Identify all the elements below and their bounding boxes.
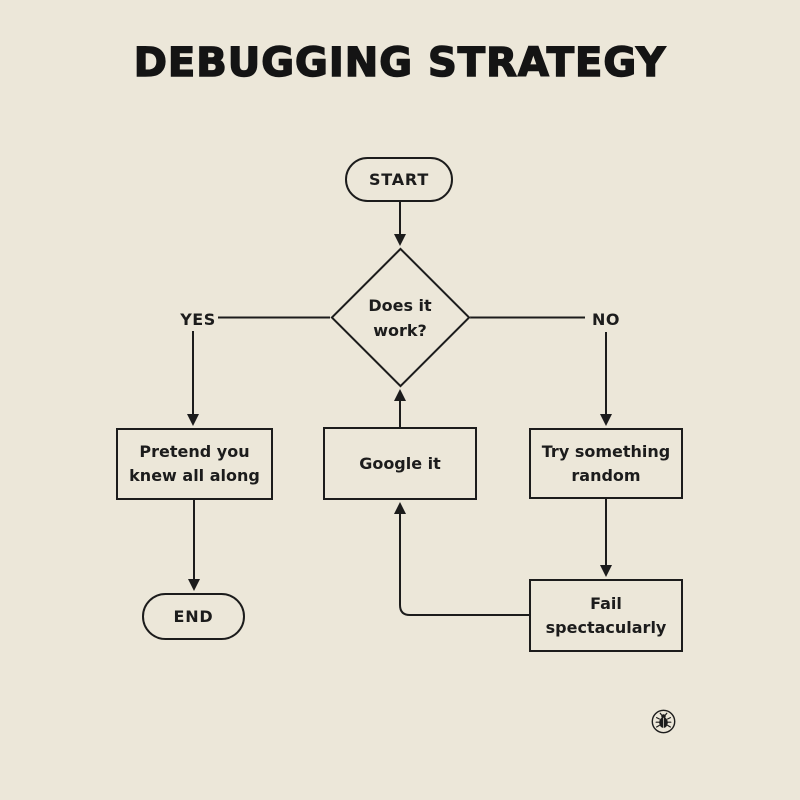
node-fail-line2: spectacularly — [545, 617, 667, 637]
node-random: Try something random — [529, 428, 683, 499]
node-decision-line2: work? — [373, 321, 427, 340]
node-decision-line1: Does it — [368, 296, 432, 315]
node-random-line1: Try something — [541, 441, 671, 461]
bug-icon — [651, 709, 676, 734]
node-pretend-line2: knew all along — [129, 466, 260, 485]
node-end: END — [142, 593, 245, 640]
node-decision-label: Does it work? — [330, 293, 470, 343]
node-start: START — [345, 157, 453, 202]
edge-label-yes: YES — [180, 310, 216, 329]
node-start-label: START — [368, 169, 430, 189]
node-google: Google it — [323, 427, 477, 500]
node-pretend: Pretend you knew all along — [116, 428, 273, 500]
edge-fail-to-google — [394, 502, 529, 616]
node-end-label: END — [173, 606, 214, 626]
node-fail: Fail spectacularly — [529, 579, 683, 652]
node-random-line2: random — [571, 465, 641, 485]
page-title: DEBUGGING STRATEGY — [133, 39, 667, 87]
node-pretend-line1: Pretend you — [139, 442, 250, 461]
node-google-label: Google it — [359, 453, 441, 473]
edge-label-no: NO — [592, 310, 620, 329]
node-fail-line1: Fail — [590, 593, 622, 613]
